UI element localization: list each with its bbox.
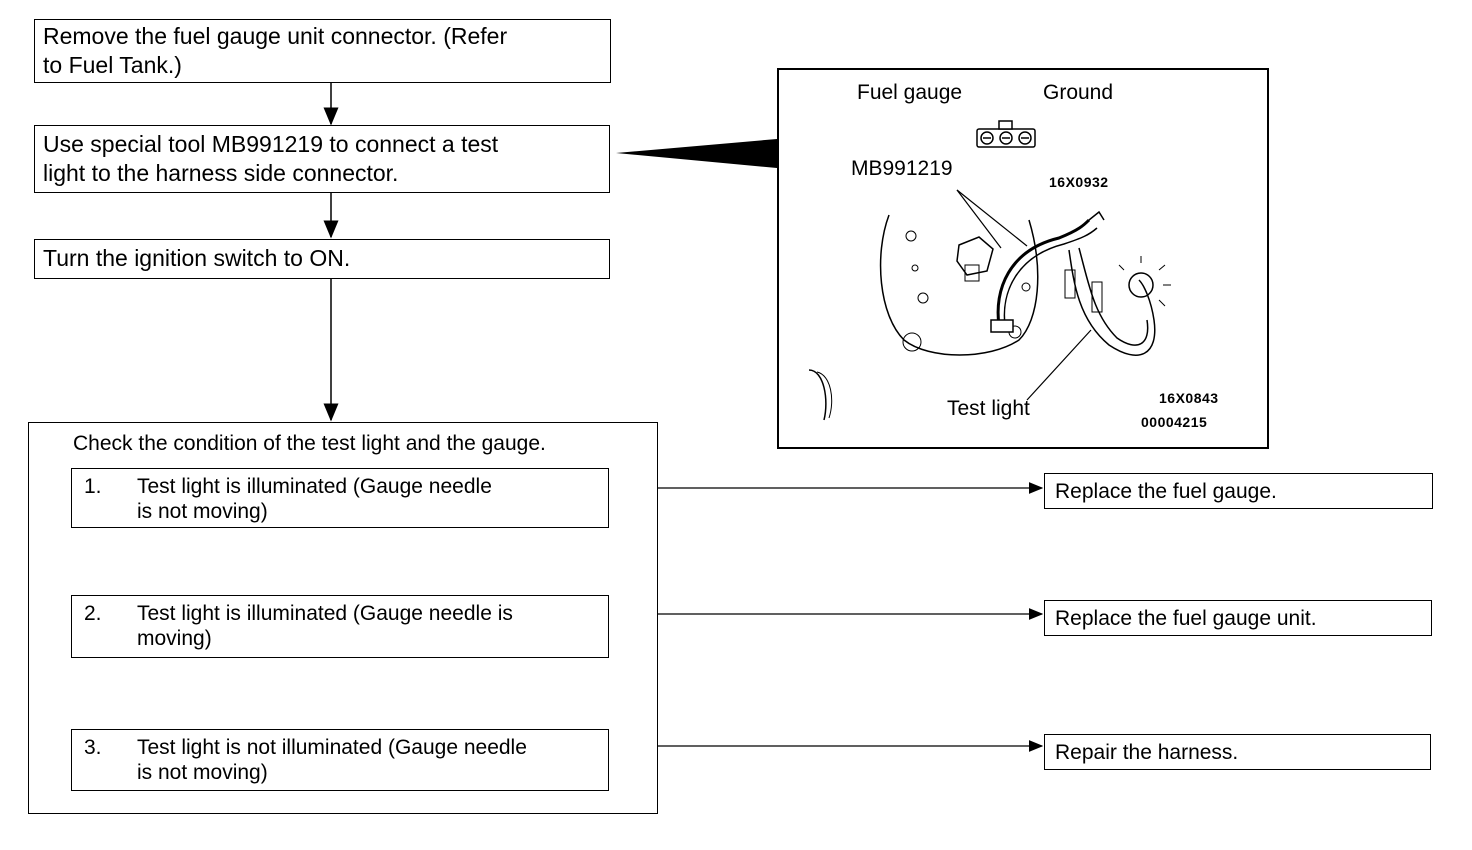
figure-label-tool: MB991219: [851, 157, 953, 180]
figure-code-bottom-2: 00004215: [1141, 414, 1208, 430]
step3-box: Turn the ignition switch to ON.: [34, 239, 610, 279]
figure-label-test-light: Test light: [947, 397, 1030, 420]
result-3-box: Repair the harness.: [1044, 734, 1431, 770]
step2-text: Use special tool MB991219 to connect a t…: [43, 131, 499, 186]
step1-text: Remove the fuel gauge unit connector. (R…: [43, 23, 508, 78]
step3-text: Turn the ignition switch to ON.: [43, 245, 351, 271]
figure-label-fuel-gauge: Fuel gauge: [857, 81, 963, 104]
result-3-text: Repair the harness.: [1055, 741, 1239, 764]
condition-2-text: Test light is illuminated (Gauge needle …: [137, 602, 513, 650]
result-2-text: Replace the fuel gauge unit.: [1055, 607, 1317, 630]
condition-3-number: 3.: [84, 736, 102, 759]
figure-code-bottom-1: 16X0843: [1159, 390, 1219, 406]
condition-2-number: 2.: [84, 602, 102, 625]
condition-3-box: 3. Test light is not illuminated (Gauge …: [71, 729, 609, 791]
condition-1-text: Test light is illuminated (Gauge needle …: [137, 475, 492, 523]
figure-label-ground: Ground: [1043, 81, 1114, 104]
condition-2-box: 2. Test light is illuminated (Gauge need…: [71, 595, 609, 658]
step2-box: Use special tool MB991219 to connect a t…: [34, 125, 610, 193]
figure-callout-wedge: [616, 139, 777, 168]
result-1-text: Replace the fuel gauge.: [1055, 480, 1277, 503]
connector-icon: [976, 120, 1036, 148]
check-title: Check the condition of the test light an…: [73, 432, 546, 455]
result-2-box: Replace the fuel gauge unit.: [1044, 600, 1432, 636]
tank-outline: [879, 214, 1039, 356]
step1-box: Remove the fuel gauge unit connector. (R…: [34, 19, 611, 83]
condition-3-text: Test light is not illuminated (Gauge nee…: [137, 736, 527, 784]
connector-illustration: [808, 120, 1171, 421]
result-1-box: Replace the fuel gauge.: [1044, 473, 1433, 509]
condition-1-box: 1. Test light is illuminated (Gauge need…: [71, 468, 609, 528]
condition-1-number: 1.: [84, 475, 102, 498]
figure-panel: Fuel gauge Ground MB991219 16X0932 Test …: [777, 68, 1269, 449]
figure-code-top: 16X0932: [1049, 174, 1109, 190]
